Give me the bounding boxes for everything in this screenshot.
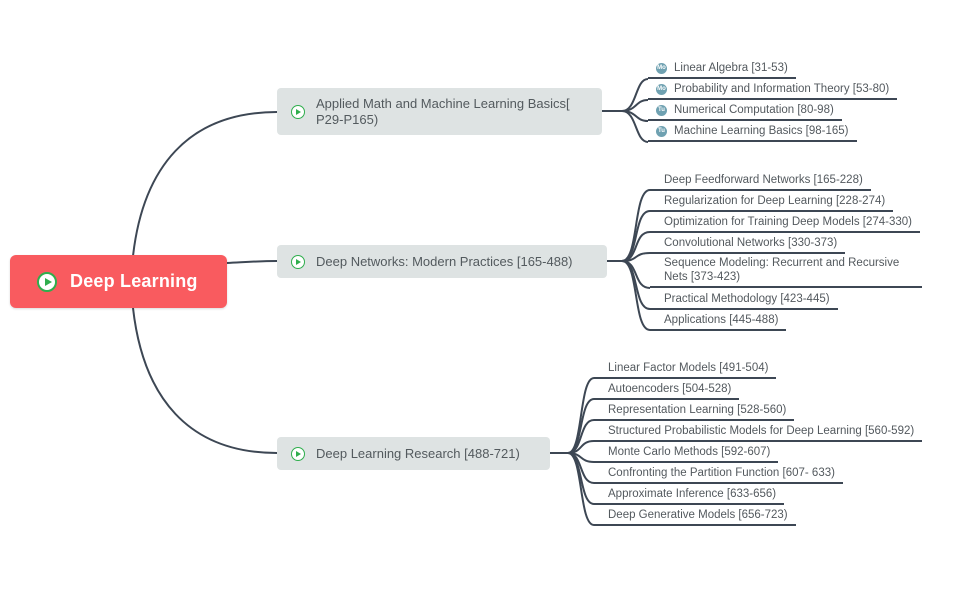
week-marker-icon: Tu: [656, 104, 667, 116]
week-marker-icon: Tu: [656, 125, 667, 137]
leaf-topic-regularization[interactable]: Regularization for Deep Learning [228-27…: [650, 194, 894, 212]
leaf-topic-label: Sequence Modeling: Recurrent and Recursi…: [664, 257, 900, 283]
leaf-topic-label: Optimization for Training Deep Models [2…: [664, 216, 913, 228]
leaf-topic-autoencoders[interactable]: Autoencoders [504-528): [594, 382, 740, 400]
leaf-topic-label: Convolutional Networks [330-373): [664, 237, 838, 249]
week-marker-icon: Mo: [656, 62, 667, 74]
leaf-topic-approximate-inference[interactable]: Approximate Inference [633-656): [594, 487, 785, 505]
leaf-topic-label: Numerical Computation [80-98): [674, 104, 834, 116]
leaf-topic-sequence-modeling[interactable]: Sequence Modeling: Recurrent and Recursi…: [650, 256, 922, 288]
play-icon: [37, 271, 57, 292]
leaf-topic-monte-carlo-methods[interactable]: Monte Carlo Methods [592-607): [594, 445, 779, 463]
leaf-topic-practical-methodology[interactable]: Practical Methodology [423-445): [650, 292, 838, 310]
branch-topic-label: Deep Learning Research [488-721): [316, 445, 520, 461]
leaf-topic-label: Machine Learning Basics [98-165): [674, 125, 849, 137]
leaf-topic-numerical-computation[interactable]: Tu Numerical Computation [80-98): [648, 103, 842, 121]
week-marker-icon: Mo: [656, 83, 667, 95]
branch-topic-label: Applied Math and Machine Learning Basics…: [316, 95, 570, 127]
leaf-topic-ml-basics[interactable]: Tu Machine Learning Basics [98-165): [648, 124, 857, 142]
leaf-topic-deep-generative-models[interactable]: Deep Generative Models [656-723): [594, 508, 796, 526]
branch-topic-applied-math[interactable]: Applied Math and Machine Learning Basics…: [277, 88, 602, 135]
branch-topic-dl-research[interactable]: Deep Learning Research [488-721): [277, 437, 550, 470]
leaf-topic-applications[interactable]: Applications [445-488): [650, 313, 787, 331]
leaf-topic-label: Deep Feedforward Networks [165-228): [664, 174, 863, 186]
play-icon: [291, 446, 305, 461]
leaf-topic-label: Monte Carlo Methods [592-607): [608, 446, 771, 458]
leaf-topic-label: Representation Learning [528-560): [608, 404, 787, 416]
play-icon: [291, 104, 305, 119]
leaf-topic-linear-algebra[interactable]: Mo Linear Algebra [31-53): [648, 61, 796, 79]
leaf-topic-label: Deep Generative Models [656-723): [608, 509, 788, 521]
branch-topic-deep-networks[interactable]: Deep Networks: Modern Practices [165-488…: [277, 245, 607, 278]
leaf-topic-label: Practical Methodology [423-445): [664, 293, 830, 305]
branch-topic-label: Deep Networks: Modern Practices [165-488…: [316, 253, 573, 269]
leaf-topic-linear-factor-models[interactable]: Linear Factor Models [491-504): [594, 361, 777, 379]
leaf-topic-label: Approximate Inference [633-656): [608, 488, 777, 500]
leaf-topic-structured-probabilistic-models[interactable]: Structured Probabilistic Models for Deep…: [594, 424, 923, 442]
leaf-topic-label: Regularization for Deep Learning [228-27…: [664, 195, 886, 207]
leaf-topic-label: Confronting the Partition Function [607-…: [608, 467, 835, 479]
leaf-topic-label: Linear Algebra [31-53): [674, 62, 788, 74]
leaf-topic-label: Applications [445-488): [664, 314, 779, 326]
leaf-topic-partition-function[interactable]: Confronting the Partition Function [607-…: [594, 466, 843, 484]
leaf-topic-optimization[interactable]: Optimization for Training Deep Models [2…: [650, 215, 921, 233]
leaf-topic-representation-learning[interactable]: Representation Learning [528-560): [594, 403, 795, 421]
leaf-topic-label: Probability and Information Theory [53-8…: [674, 83, 890, 95]
leaf-topic-probability-info-theory[interactable]: Mo Probability and Information Theory [5…: [648, 82, 898, 100]
leaf-topic-convolutional-networks[interactable]: Convolutional Networks [330-373): [650, 236, 846, 254]
leaf-topic-label: Linear Factor Models [491-504): [608, 362, 769, 374]
root-topic-deep-learning[interactable]: Deep Learning: [10, 255, 227, 308]
play-icon: [291, 254, 305, 269]
leaf-topic-label: Autoencoders [504-528): [608, 383, 732, 395]
leaf-topic-label: Structured Probabilistic Models for Deep…: [608, 425, 915, 437]
leaf-topic-feedforward-networks[interactable]: Deep Feedforward Networks [165-228): [650, 173, 871, 191]
root-topic-label: Deep Learning: [70, 271, 198, 291]
